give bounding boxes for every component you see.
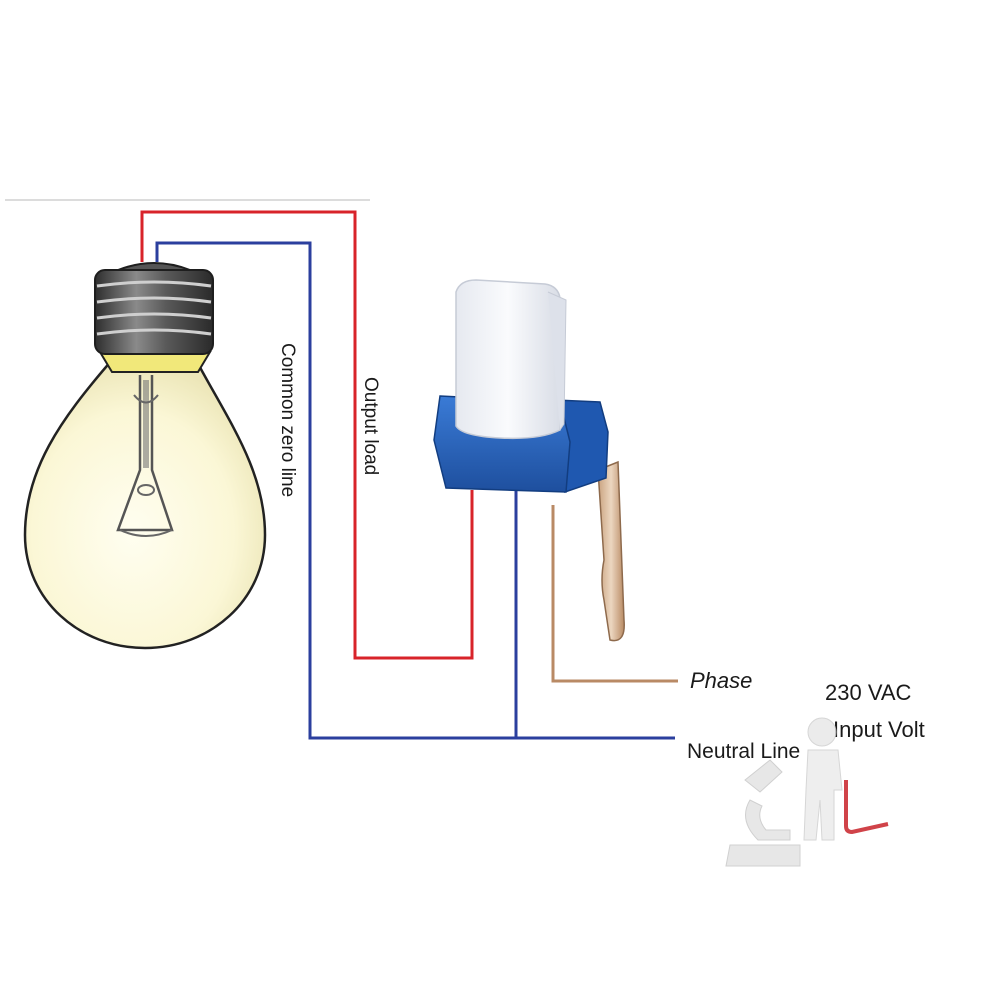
bulb-filament <box>116 375 174 532</box>
output-load-wire <box>140 210 474 660</box>
logo-microscope <box>725 759 801 867</box>
microscope-person-logo <box>725 717 889 867</box>
common-zero-line-label: Common zero line <box>277 343 298 497</box>
sensor-dome-cap <box>455 279 561 440</box>
sensor-metal-leg <box>597 460 625 642</box>
voltage-label: 230 VAC <box>825 680 912 705</box>
input-volt-label: Input Volt <box>833 717 925 742</box>
bulb-tip <box>117 262 191 271</box>
phase-label: Phase <box>690 668 752 693</box>
logo-person-body <box>803 749 843 841</box>
output-load-label: Output load <box>360 377 381 475</box>
light-bulb-icon <box>23 262 267 650</box>
neutral-line-label: Neutral Line <box>687 740 800 763</box>
phase-wire <box>551 505 678 683</box>
logo-person-head <box>807 717 837 747</box>
logo-red-l <box>844 780 889 835</box>
photocell-sensor-icon <box>433 279 625 642</box>
bulb-glass <box>23 358 267 650</box>
common-zero-wire <box>155 241 675 740</box>
